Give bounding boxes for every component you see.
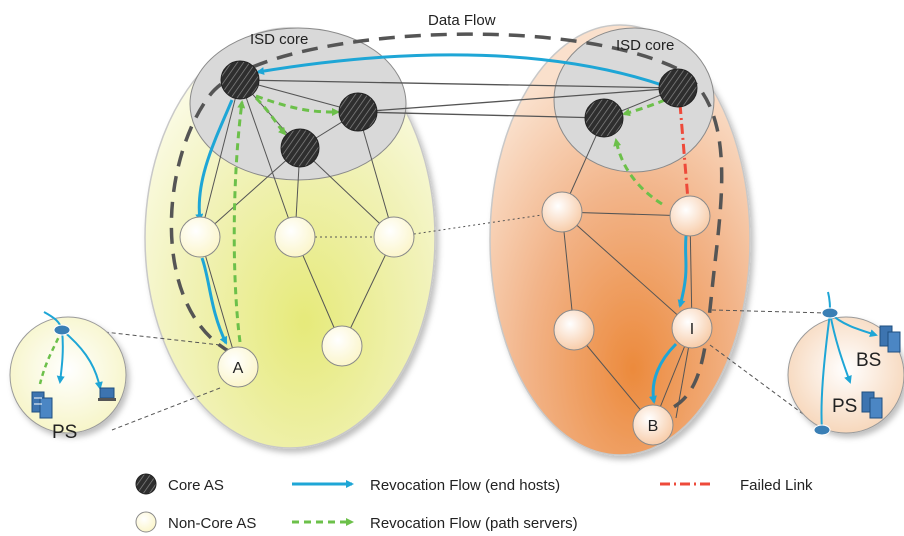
server-icon — [879, 325, 901, 353]
node-a-label: A — [233, 360, 244, 377]
server-icon — [31, 391, 53, 419]
non-core-as-node-b — [632, 404, 674, 446]
legend-non-core-as-swatch — [135, 511, 157, 533]
core-as-node — [338, 92, 378, 132]
core-as-node — [220, 60, 260, 100]
leader-line — [709, 344, 819, 426]
legend-revocation-path-servers-label: Revocation Flow (path servers) — [370, 515, 578, 532]
data-flow-label: Data Flow — [428, 12, 496, 29]
non-core-as-node — [321, 325, 363, 367]
non-core-as-node — [541, 191, 583, 233]
left-non-core-nodes — [179, 216, 415, 388]
core-as-node — [280, 128, 320, 168]
isd-core-right-region — [553, 27, 715, 173]
leader-line — [711, 309, 829, 314]
failed-link — [678, 103, 690, 201]
left-detail-bubble: PS — [9, 311, 127, 443]
node-i-label: I — [690, 321, 694, 338]
legend-revocation-end-hosts-label: Revocation Flow (end hosts) — [370, 477, 560, 494]
node-b-label: B — [648, 418, 659, 435]
core-as-node — [658, 68, 698, 108]
ps-label-left: PS — [52, 422, 77, 443]
ps-label-right: PS — [832, 396, 857, 417]
leader-line — [111, 387, 221, 431]
router-icon — [821, 307, 839, 319]
router-icon — [813, 424, 831, 436]
non-core-as-node — [553, 309, 595, 351]
non-core-as-node — [669, 195, 711, 237]
non-core-as-node — [274, 216, 316, 258]
revocation-path-servers-flows — [232, 94, 666, 343]
router-icon — [53, 324, 71, 336]
core-links — [239, 79, 679, 238]
legend-non-core-as-label: Non-Core AS — [168, 515, 256, 532]
end-host-icon — [98, 387, 116, 401]
core-as-node — [584, 98, 624, 138]
core-as-nodes — [220, 60, 698, 168]
isd-core-left-label: ISD core — [250, 31, 308, 48]
non-core-as-node — [373, 216, 415, 258]
revocation-end-hosts-flows — [195, 53, 688, 404]
non-core-as-node-a — [217, 346, 259, 388]
right-non-core-nodes — [541, 191, 713, 446]
legend: Core AS Non-Core AS Revocation Flow (end… — [135, 473, 813, 533]
server-icon — [861, 391, 883, 419]
non-core-as-node — [179, 216, 221, 258]
non-core-as-node-i — [671, 307, 713, 349]
bs-label-right: BS — [856, 350, 881, 371]
legend-core-as-label: Core AS — [168, 477, 224, 494]
right-detail-bubble: BS PS — [787, 291, 904, 436]
legend-core-as-swatch — [135, 473, 157, 495]
legend-failed-link-label: Failed Link — [740, 477, 813, 494]
isd-core-right-label: ISD core — [616, 37, 674, 54]
